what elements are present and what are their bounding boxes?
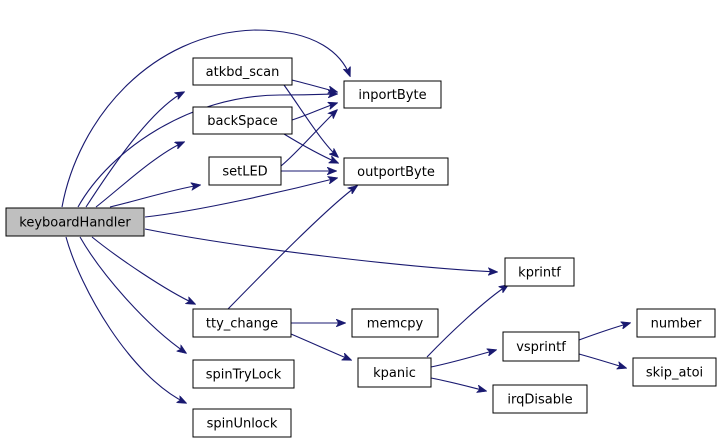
- edge-atkbd_scan-to-inportByte: [291, 79, 337, 92]
- node-label-spinTryLock: spinTryLock: [206, 368, 282, 383]
- node-box-tty_change[interactable]: [192, 308, 292, 338]
- edge-kpanic-to-vsprintf: [430, 350, 496, 368]
- node-label-setLED: setLED: [222, 165, 267, 180]
- node-label-skip_atoi: skip_atoi: [646, 366, 703, 381]
- edge-tty_change-to-outportByte: [227, 186, 357, 310]
- edge-backSpace-to-outportByte: [283, 133, 338, 163]
- node-label-irqDisable: irqDisable: [507, 393, 572, 408]
- edge-keyboardHandler-to-atkbd_scan: [85, 92, 184, 208]
- node-box-kprintf[interactable]: [504, 257, 575, 287]
- node-box-vsprintf[interactable]: [502, 331, 580, 362]
- node-box-skip_atoi[interactable]: [632, 357, 717, 387]
- edge-keyboardHandler-to-kprintf: [144, 228, 497, 272]
- node-box-inportByte[interactable]: [343, 80, 442, 109]
- node-label-tty_change: tty_change: [206, 317, 278, 332]
- node-inportByte[interactable]: inportByte: [343, 80, 442, 109]
- node-label-spinUnlock: spinUnlock: [207, 417, 278, 432]
- node-label-kprintf: kprintf: [518, 266, 561, 281]
- node-kpanic[interactable]: kpanic: [357, 357, 432, 388]
- edges-layer: [61, 29, 630, 403]
- node-label-outportByte: outportByte: [357, 165, 435, 180]
- node-setLED[interactable]: setLED: [208, 156, 282, 186]
- edge-keyboardHandler-to-tty_change: [91, 236, 195, 304]
- node-backSpace[interactable]: backSpace: [192, 106, 293, 135]
- node-box-irqDisable[interactable]: [492, 384, 588, 414]
- edge-keyboardHandler-to-backSpace: [95, 142, 184, 208]
- node-box-backSpace[interactable]: [192, 106, 293, 135]
- node-label-kpanic: kpanic: [373, 366, 416, 381]
- edge-tty_change-to-kpanic: [290, 333, 351, 360]
- node-label-vsprintf: vsprintf: [516, 340, 566, 355]
- edge-keyboardHandler-to-outportByte: [144, 178, 337, 218]
- node-label-number: number: [651, 317, 702, 332]
- node-box-spinUnlock[interactable]: [192, 408, 292, 438]
- node-irqDisable[interactable]: irqDisable: [492, 384, 588, 414]
- edge-atkbd_scan-to-outportByte: [283, 84, 338, 157]
- edge-keyboardHandler-to-inportByte: [61, 29, 350, 208]
- node-label-keyboardHandler: keyboardHandler: [19, 216, 131, 231]
- node-box-outportByte[interactable]: [343, 157, 449, 186]
- node-tty_change[interactable]: tty_change: [192, 308, 292, 338]
- node-atkbd_scan[interactable]: atkbd_scan: [192, 57, 293, 86]
- node-label-memcpy: memcpy: [367, 317, 424, 332]
- node-box-memcpy[interactable]: [351, 308, 439, 338]
- edge-vsprintf-to-skip_atoi: [578, 353, 626, 368]
- node-spinUnlock[interactable]: spinUnlock: [192, 408, 292, 438]
- edge-keyboardHandler-to-spinUnlock: [65, 236, 186, 403]
- edge-keyboardHandler-to-inportByte: [77, 94, 337, 208]
- node-label-atkbd_scan: atkbd_scan: [206, 65, 280, 80]
- edge-keyboardHandler-to-setLED: [109, 185, 200, 208]
- edge-kpanic-to-irqDisable: [430, 377, 486, 391]
- nodes-layer: keyboardHandler atkbd_scan backSpace setLED…: [5, 57, 717, 438]
- node-box-keyboardHandler[interactable]: [5, 207, 145, 237]
- edge-kpanic-to-kprintf: [426, 285, 508, 358]
- node-kprintf[interactable]: kprintf: [504, 257, 575, 287]
- node-outportByte[interactable]: outportByte: [343, 157, 449, 186]
- edge-keyboardHandler-to-spinTryLock: [79, 236, 186, 353]
- node-spinTryLock[interactable]: spinTryLock: [192, 359, 295, 389]
- node-keyboardHandler[interactable]: keyboardHandler: [5, 207, 145, 237]
- node-label-backSpace: backSpace: [207, 114, 278, 129]
- node-vsprintf[interactable]: vsprintf: [502, 331, 580, 362]
- node-skip_atoi[interactable]: skip_atoi: [632, 357, 717, 387]
- edge-backSpace-to-inportByte: [291, 103, 337, 121]
- node-box-setLED[interactable]: [208, 156, 282, 186]
- node-label-inportByte: inportByte: [358, 88, 426, 103]
- node-box-kpanic[interactable]: [357, 357, 432, 388]
- node-box-atkbd_scan[interactable]: [192, 57, 293, 86]
- node-memcpy[interactable]: memcpy: [351, 308, 439, 338]
- node-number[interactable]: number: [636, 308, 716, 338]
- edge-setLED-to-inportByte: [280, 110, 337, 167]
- node-box-spinTryLock[interactable]: [192, 359, 295, 389]
- edge-vsprintf-to-number: [578, 323, 630, 341]
- node-box-number[interactable]: [636, 308, 716, 338]
